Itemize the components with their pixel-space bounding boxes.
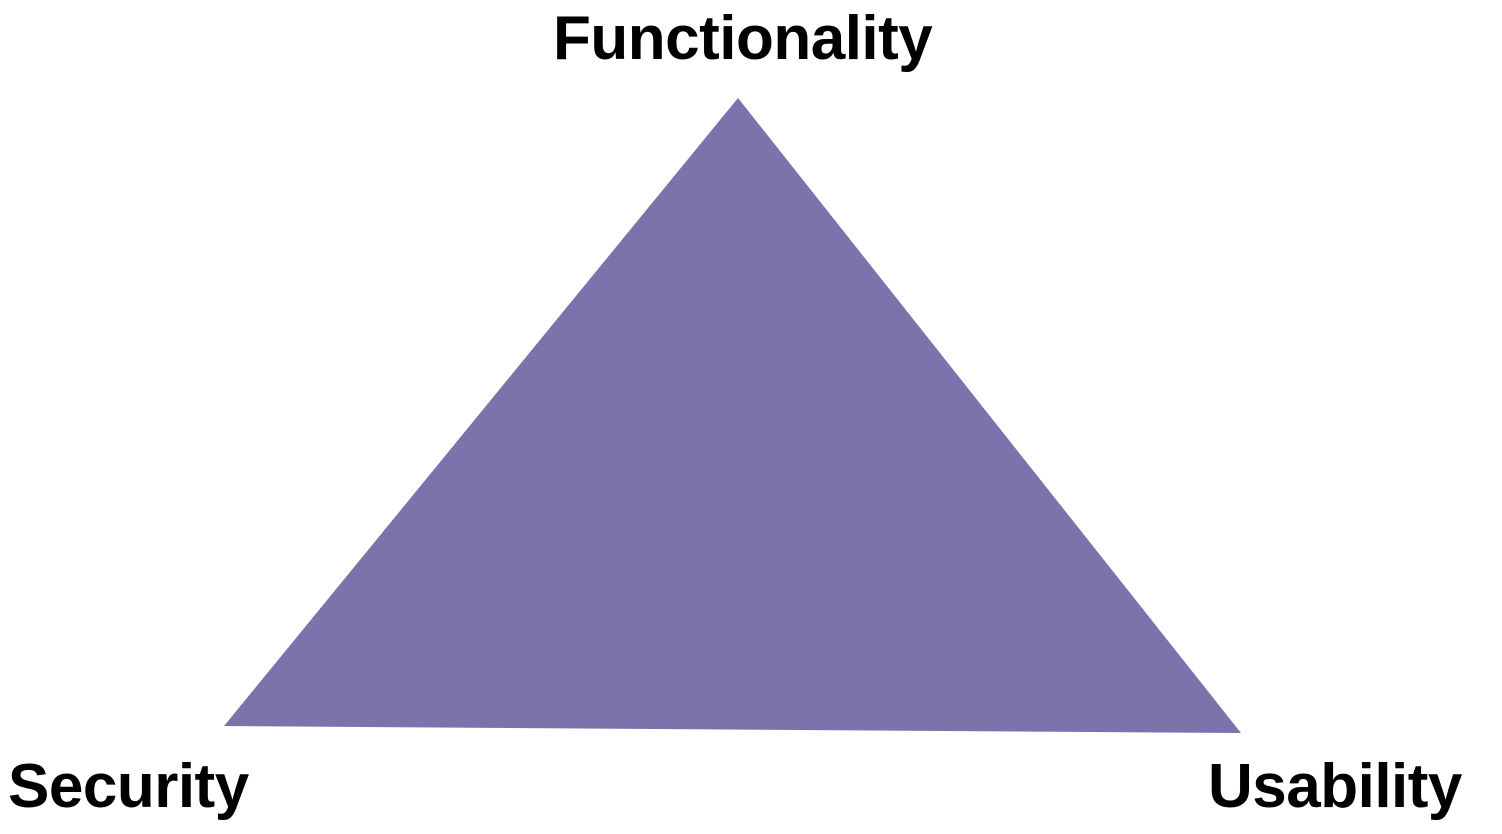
triangle-shape bbox=[224, 98, 1241, 733]
vertex-label-usability: Usability bbox=[1208, 752, 1462, 821]
vertex-label-security: Security bbox=[8, 752, 249, 821]
vertex-label-functionality: Functionality bbox=[553, 4, 933, 73]
